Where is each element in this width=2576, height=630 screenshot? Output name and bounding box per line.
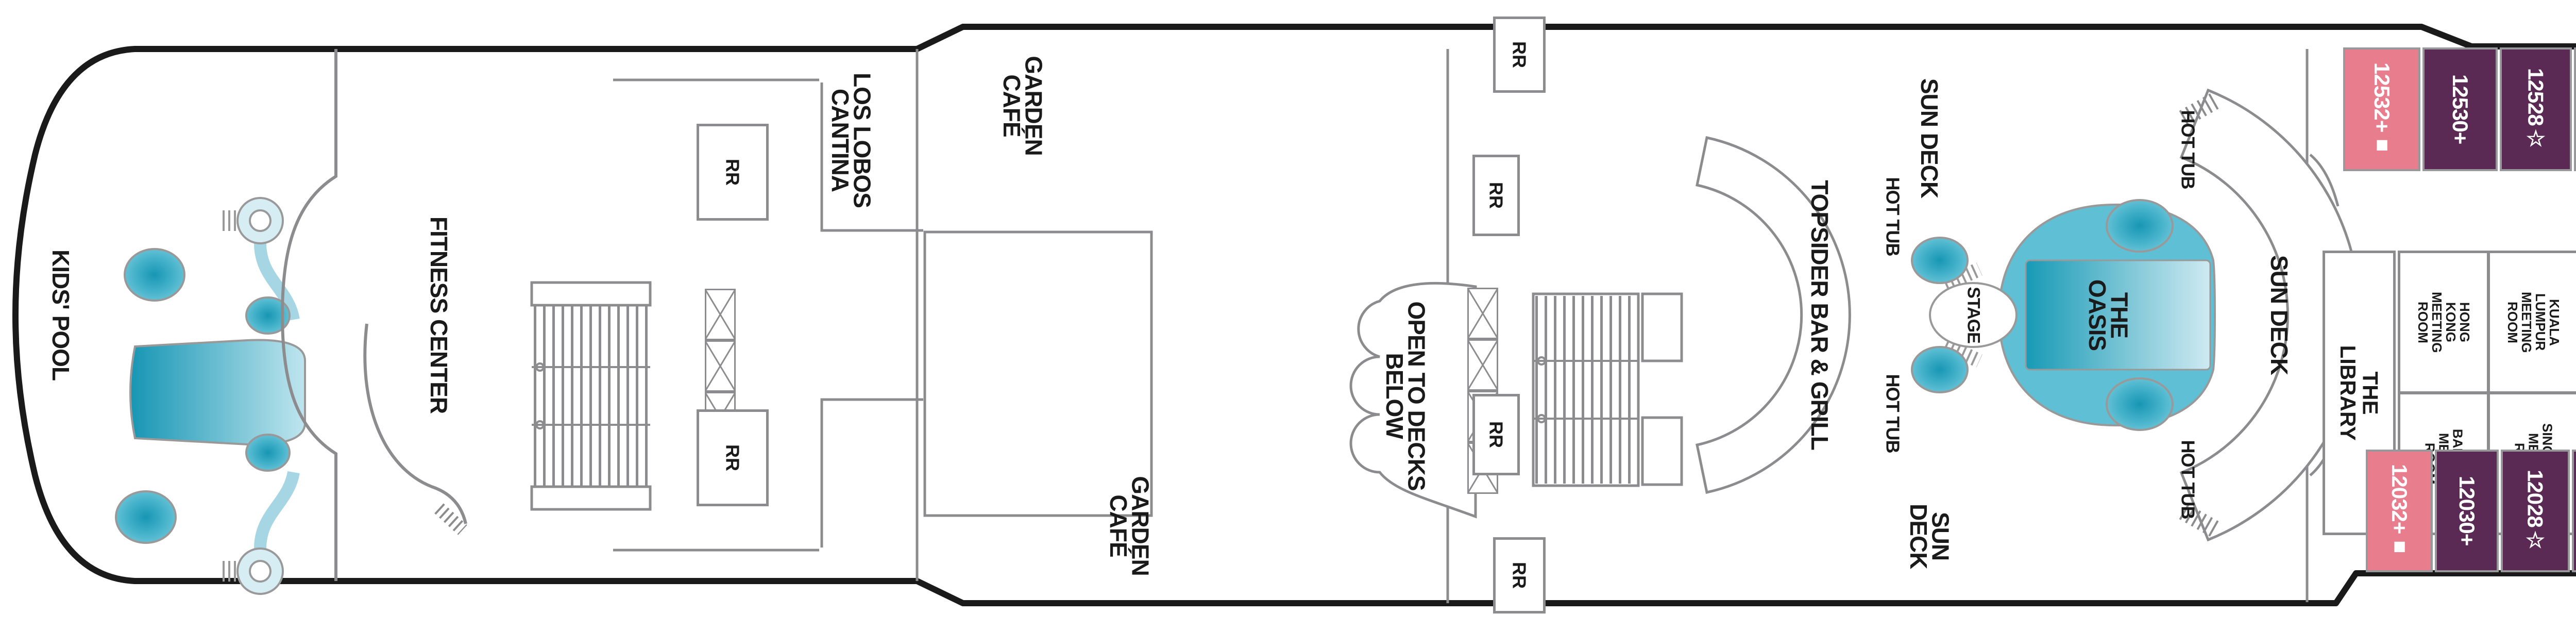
cabin-number-label: 12528☆ — [2523, 68, 2548, 151]
service-room — [1641, 292, 1683, 362]
restroom-label: RR — [1509, 41, 1530, 68]
restroom-label: RR — [1485, 182, 1507, 209]
hull-outline — [12, 24, 2576, 606]
fitness-center-walls — [280, 49, 467, 581]
restroom[interactable]: RR — [1493, 537, 1546, 614]
garden-cafe-label: GARDEN CAFÉ — [1105, 476, 1154, 576]
meeting-room-kuala-lumpur[interactable]: KUALA LUMPUR MEETING ROOM — [2487, 251, 2576, 394]
sun-deck-label: SUN DECK — [2266, 255, 2293, 375]
restroom-label: RR — [1509, 562, 1530, 589]
restroom-label: RR — [1485, 421, 1507, 448]
restroom[interactable]: RR — [697, 409, 769, 506]
oasis-pool-area — [1911, 199, 2216, 431]
hot-tub-shape — [2106, 377, 2174, 431]
midship-stairs — [1532, 292, 1640, 487]
sun-deck-label: SUN DECK — [1916, 78, 1943, 198]
topsider-bar-grill-label: TOPSIDER BAR & GRILL — [1806, 180, 1834, 450]
kids-pool-area — [115, 197, 306, 595]
restroom[interactable]: RR — [697, 124, 769, 221]
restroom[interactable]: RR — [1472, 394, 1520, 475]
restroom-label: RR — [722, 159, 743, 186]
stage-label: STAGE — [1963, 287, 1984, 343]
kids-pool-label: KIDS' POOL — [47, 250, 75, 380]
kids-pool-main — [129, 339, 306, 446]
cabin-12526[interactable]: 12526☆ — [2574, 47, 2576, 171]
suite-square-icon: ■ — [2370, 132, 2394, 156]
cabin-12528[interactable]: 12528☆ — [2500, 47, 2572, 171]
forward-stairs — [530, 281, 652, 511]
restroom-label: RR — [722, 444, 743, 471]
amphitheater-band — [2179, 88, 2361, 542]
meeting-room-hong-kong[interactable]: HONG KONG MEETING ROOM — [2398, 251, 2489, 394]
cabin-12026[interactable]: 12026☆ — [2572, 450, 2576, 572]
hot-tub-shape — [2106, 199, 2174, 253]
hot-tub-label: HOT TUB — [1882, 374, 1904, 453]
fitness-center-label: FITNESS CENTER — [426, 216, 453, 414]
suite-square-icon: ■ — [2387, 534, 2412, 558]
cabin-number-label: 12532+■ — [2370, 62, 2394, 156]
los-lobos-cantina-label: LOS LOBOS CANTINA — [827, 73, 876, 208]
cabin-12532[interactable]: 12532+■ — [2343, 47, 2420, 171]
cabin-number-label: 12530+ — [2448, 74, 2472, 144]
hot-tub-label: HOT TUB — [1882, 177, 1904, 256]
oasis-label: THE OASIS — [2084, 279, 2133, 351]
hot-tub-label: HOT TUB — [2177, 440, 2199, 519]
hot-tub-shape — [1911, 237, 1969, 284]
stage-shape — [1929, 282, 2018, 348]
restroom[interactable]: RR — [1472, 155, 1520, 236]
garden-cafe-label: GARDEN CAFÉ — [998, 56, 1047, 156]
sun-deck-label: SUN DECK — [1905, 503, 1954, 569]
topsider-bar-shape — [1696, 136, 1851, 494]
cabin-12030[interactable]: 12030+ — [2435, 450, 2499, 572]
meeting-room-label: HONG KONG MEETING ROOM — [2415, 291, 2473, 353]
cabin-12032[interactable]: 12032+■ — [2366, 450, 2433, 572]
cabin-12530[interactable]: 12530+ — [2422, 47, 2498, 171]
service-room — [1641, 416, 1683, 486]
cabin-number-label: 12032+■ — [2387, 464, 2412, 558]
restroom[interactable]: RR — [1493, 16, 1546, 93]
meeting-room-label: KUALA LUMPUR MEETING ROOM — [2504, 291, 2563, 353]
cabin-number-label: 12030+ — [2455, 476, 2479, 546]
cabin-12028[interactable]: 12028☆ — [2501, 450, 2570, 572]
hot-tub-shape — [1911, 346, 1969, 393]
open-to-decks-below-label: OPEN TO DECKS BELOW — [1381, 301, 1430, 491]
cabin-number-label: 12028☆ — [2523, 470, 2548, 552]
hot-tub-label: HOT TUB — [2177, 110, 2199, 189]
library-label: THE LIBRARY — [2336, 345, 2383, 441]
open-to-decks-below-shape — [1349, 281, 1477, 519]
